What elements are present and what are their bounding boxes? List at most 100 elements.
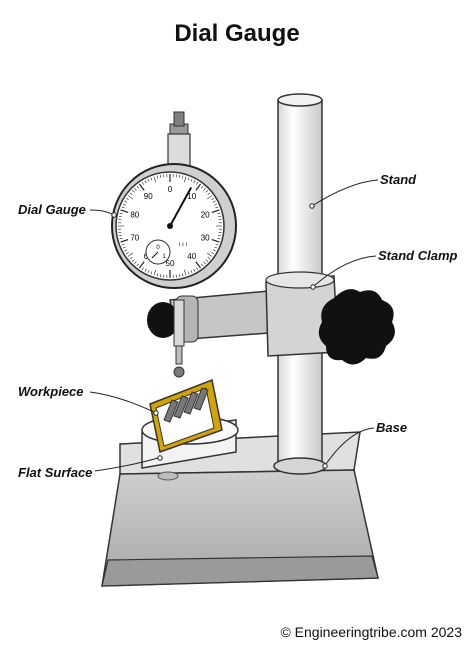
dial-tick xyxy=(196,267,199,271)
dial-tick xyxy=(195,183,202,191)
dial-number: 40 xyxy=(187,252,196,261)
dial-tick xyxy=(144,268,147,272)
dial-tick xyxy=(212,249,216,252)
dial-tick xyxy=(122,203,126,206)
workpiece xyxy=(149,378,223,453)
dial-tick xyxy=(121,206,125,209)
dial-tick xyxy=(217,212,221,215)
dial-tick xyxy=(178,174,181,178)
dial-tick xyxy=(141,267,144,271)
dial-tick xyxy=(201,185,204,189)
dial-tick xyxy=(134,187,137,191)
dial-tick xyxy=(136,263,139,267)
dial-tick xyxy=(150,177,153,181)
copyright-notice: © Engineeringtribe.com 2023 xyxy=(280,624,462,640)
dial-tick xyxy=(183,176,187,183)
dial-tick xyxy=(141,181,144,185)
dial-tick xyxy=(147,178,150,182)
dial-ticks xyxy=(118,174,222,278)
dial-tick xyxy=(156,273,159,277)
dial-tick xyxy=(153,269,157,276)
dial-tick xyxy=(187,271,190,275)
dial-tick xyxy=(190,178,193,182)
dial-tick xyxy=(119,212,123,215)
dial-tick xyxy=(211,252,215,255)
dial-tick xyxy=(131,259,135,262)
dial-tick xyxy=(134,261,137,265)
dial-tick xyxy=(207,195,213,200)
dial-number: 80 xyxy=(130,211,139,220)
dial-tick xyxy=(181,175,184,179)
dial-tick xyxy=(129,192,133,195)
label-base: Base xyxy=(376,420,408,435)
dial-tick xyxy=(138,261,145,269)
dial-tick xyxy=(118,234,122,237)
dial-tick xyxy=(178,274,181,278)
dial-tick xyxy=(159,274,162,278)
dial-tick xyxy=(205,259,209,262)
dial-tick xyxy=(214,203,218,206)
dial-tick xyxy=(218,215,222,218)
dial-tick xyxy=(215,243,219,246)
dial-tick xyxy=(159,174,162,178)
dial-tick xyxy=(118,215,122,218)
diagram-title: Dial Gauge xyxy=(174,20,300,47)
dial-tick xyxy=(196,181,199,185)
dial-tick xyxy=(218,234,222,237)
dial-tick xyxy=(144,180,147,184)
dial-tick xyxy=(150,271,153,275)
dial-tick xyxy=(217,237,221,240)
dial-tick xyxy=(120,209,129,213)
dial-number: 0 xyxy=(168,185,173,194)
dial-tick xyxy=(211,209,220,213)
dial-tick xyxy=(203,187,206,191)
dial-number: 90 xyxy=(144,192,153,201)
dial-tick xyxy=(215,206,219,209)
dial-tick xyxy=(122,246,126,249)
dial-tick xyxy=(153,176,157,183)
dial-tick xyxy=(127,195,133,200)
dial-tick xyxy=(193,268,196,272)
dial-tick xyxy=(147,270,150,274)
dial-tick xyxy=(211,197,215,200)
dial-tick xyxy=(205,190,209,193)
dial-needle xyxy=(169,186,193,227)
dial-tick xyxy=(211,239,220,243)
dial-tick xyxy=(187,177,190,181)
dial-tick xyxy=(203,261,206,265)
range-marks: ı ı ı xyxy=(179,242,188,248)
dial-number: 20 xyxy=(201,211,210,220)
dial-tick xyxy=(125,197,129,200)
dial-tick xyxy=(136,185,139,189)
sub-dial-label-0: 0 xyxy=(156,245,160,251)
locking-knob-left xyxy=(147,302,179,338)
dial-number: 50 xyxy=(166,259,175,268)
label-flat-surface: Flat Surface xyxy=(18,465,93,480)
dial-tick xyxy=(207,252,213,257)
dial-tick xyxy=(207,192,211,195)
dial-tick xyxy=(207,257,211,260)
dial-tick xyxy=(124,200,128,203)
dial-tick xyxy=(212,200,216,203)
label-stand-clamp: Stand Clamp xyxy=(378,248,458,263)
dial-tick xyxy=(119,237,123,240)
dial-tick xyxy=(120,239,129,243)
label-dial-gauge: Dial Gauge xyxy=(18,202,86,217)
dial-tick xyxy=(183,269,187,276)
label-workpiece: Workpiece xyxy=(18,384,84,399)
dial-tick xyxy=(124,249,128,252)
label-stand: Stand xyxy=(380,172,417,187)
dial-number: 70 xyxy=(130,233,139,242)
dial-number: 30 xyxy=(201,233,210,242)
stand-clamp-knob xyxy=(318,289,395,365)
dial-tick xyxy=(181,273,184,277)
dial-tick xyxy=(138,183,145,191)
dial-tick xyxy=(214,246,218,249)
dial-tick xyxy=(193,180,196,184)
dial-tick xyxy=(201,263,204,267)
dial-tick xyxy=(190,270,193,274)
leader-lines xyxy=(89,179,379,472)
dial-tick xyxy=(156,175,159,179)
